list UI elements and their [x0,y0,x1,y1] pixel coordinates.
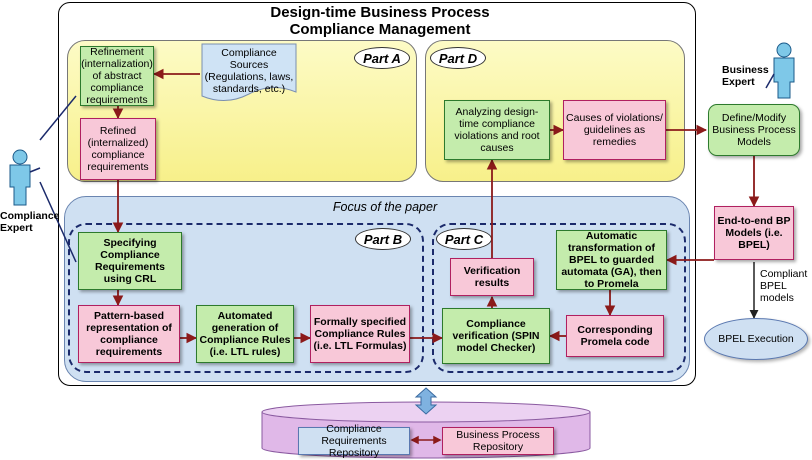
compliance-sources-line3: (Regulations, laws, [204,71,294,83]
promela-code-box: Corresponding Promela code [566,315,664,357]
diagram-title: Design-time Business Process Compliance … [230,4,530,38]
compliant-bpel-label: Compliant BPEL models [760,268,812,304]
expert-link-specifying [39,181,77,263]
compliance-repository-box: Compliance Requirements Repository [298,423,410,459]
compliance-sources-label: Compliance Sources (Regulations, laws, s… [202,47,296,95]
compliance-sources-line2: Sources [229,59,269,71]
business-expert-label: Business Expert [722,64,782,88]
bp-repository-box: Business Process Repository [442,427,554,455]
repository-link-arrow [414,387,438,415]
business-expert-line1: Business [722,64,769,76]
title-line2: Compliance Management [289,21,471,38]
part-a-label: Part A [354,47,410,69]
part-c-group [432,223,686,373]
compliance-expert-label: Compliance Expert [0,210,70,234]
part-c-label: Part C [436,228,492,250]
compliant-bpel-line3: models [760,292,794,304]
compliant-bpel-line2: BPEL [760,280,787,292]
compliance-verification-box: Compliance verification (SPIN model Chec… [442,308,550,364]
analyzing-box: Analyzing design-time compliance violati… [444,100,550,160]
bpel-execution-node: BPEL Execution [704,318,808,360]
focus-label: Focus of the paper [332,200,438,214]
compliance-sources-shape [201,43,297,101]
compliance-expert-line2: Expert [0,222,33,234]
compliance-sources-line4: standards, etc.) [212,83,286,95]
formally-specified-box: Formally specified Compliance Rules (i.e… [310,305,410,363]
bp-repo-line1: Business Process [456,429,540,441]
business-expert-line2: Expert [722,76,755,88]
part-b-label: Part B [355,228,411,250]
part-b-group [68,223,424,373]
end-to-end-box: End-to-end BP Models (i.e. BPEL) [714,206,794,260]
compliant-bpel-line1: Compliant [760,268,808,280]
compliance-expert-line1: Compliance [0,210,60,222]
expert-link-refinement [39,95,77,141]
refined-box: Refined (internalized) compliance requir… [80,118,156,180]
verification-results-box: Verification results [450,258,534,296]
automated-generation-box: Automated generation of Compliance Rules… [196,305,294,363]
part-d-label: Part D [430,47,486,69]
business-expert-figure [765,42,795,99]
title-line1: Design-time Business Process [270,4,490,21]
pattern-based-box: Pattern-based representation of complian… [78,305,180,363]
refinement-box: Refinement (internalization) of abstract… [80,46,154,106]
causes-box: Causes of violations/ guidelines as reme… [563,100,666,160]
compliance-expert-figure [9,149,41,206]
automatic-transformation-box: Automatic transformation of BPEL to guar… [556,230,667,290]
define-modify-box: Define/Modify Business Process Models [708,104,800,156]
bp-repo-line2: Repository [472,441,524,453]
compliance-repo-line1: Compliance [326,423,382,435]
compliance-sources-line1: Compliance [221,47,277,59]
compliance-repo-line2: Requirements Repository [321,435,387,459]
specifying-box: Specifying Compliance Requirements using… [78,232,182,290]
